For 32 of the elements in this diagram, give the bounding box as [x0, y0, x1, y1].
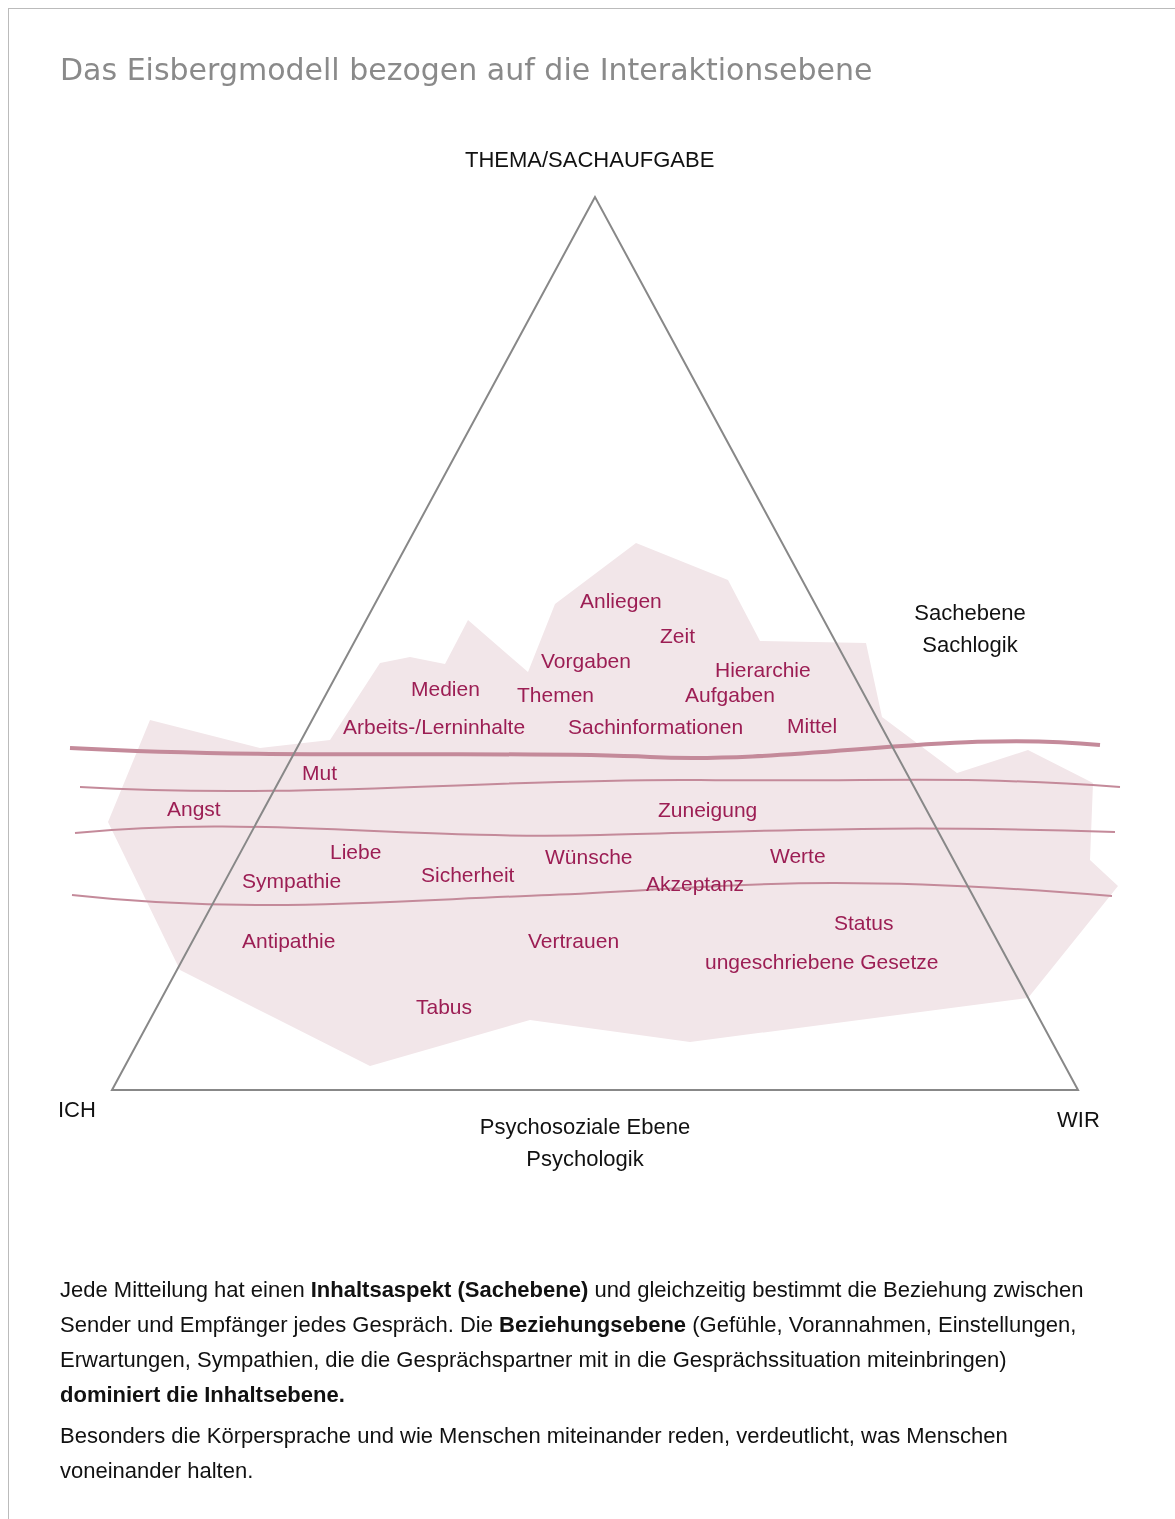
- term-label: Mittel: [787, 713, 838, 739]
- term-label: Sicherheit: [421, 862, 515, 888]
- term-label: Aufgaben: [685, 682, 775, 708]
- paragraph: Besonders die Körpersprache und wie Menschen miteinander reden, verdeutlicht, was Menschen voneinander halten.: [60, 1422, 1009, 1485]
- corner-label: THEMA/SACHAUFGABE: [465, 147, 715, 173]
- term-label: ungeschriebene Gesetze: [705, 949, 939, 975]
- term-label: Arbeits-/Lerninhalte: [343, 714, 526, 740]
- term-label: Zuneigung: [658, 797, 758, 823]
- term-label: Hierarchie: [715, 657, 811, 683]
- term-label: Wünsche: [545, 844, 633, 870]
- term-label: Medien: [411, 676, 480, 702]
- term-label: Liebe: [330, 839, 382, 865]
- paragraph: Jede Mitteilung hat einen Inhaltsaspekt (Sachebene) und gleichzeitig bestimmt die Beziehung zwischen Sender und Empfänger jedes Gespräch. Die Beziehungsebene (Gefühle, Vorannahmen, Einstellungen, Erwartungen, Sympathien, die die Gesprächspartner mit in die Gesprächssituation miteinbringen) dominiert die Inhaltsebene.: [60, 1276, 1085, 1409]
- term-label: Sachinformationen: [568, 714, 744, 740]
- area-label: Psychosoziale Ebene Psychologik: [478, 1113, 692, 1173]
- term-label: Tabus: [416, 994, 473, 1020]
- term-label: Vorgaben: [541, 648, 631, 674]
- term-label: Sympathie: [242, 868, 342, 894]
- term-label: Status: [834, 910, 894, 936]
- term-label: Zeit: [660, 623, 695, 649]
- term-label: Themen: [517, 682, 595, 708]
- diagram-title: Das Eisbergmodell bezogen auf die Interaktionsebene: [60, 52, 873, 87]
- term-label: Vertrauen: [528, 928, 620, 954]
- corner-label: ICH: [58, 1097, 96, 1123]
- term-label: Mut: [302, 760, 337, 786]
- corner-label: WIR: [1057, 1107, 1100, 1133]
- term-label: Akzeptanz: [646, 871, 745, 897]
- term-label: Antipathie: [242, 928, 336, 954]
- term-label: Anliegen: [580, 588, 662, 614]
- term-label: Angst: [167, 796, 221, 822]
- area-label: Sachebene Sachlogik: [913, 599, 1027, 659]
- term-label: Werte: [770, 843, 826, 869]
